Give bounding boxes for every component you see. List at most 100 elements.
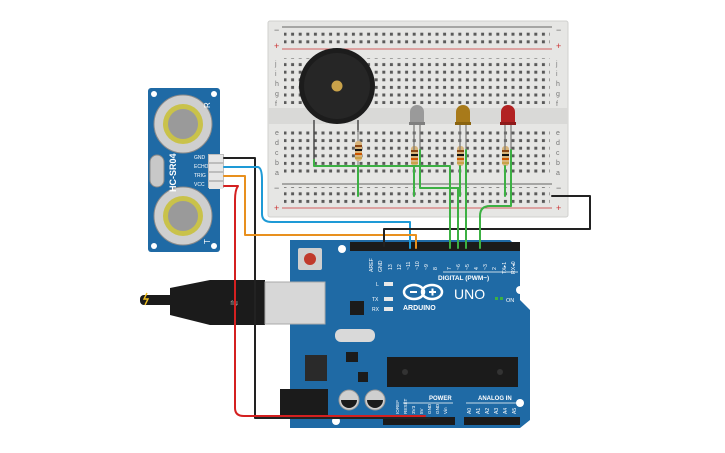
svg-text:g: g (275, 91, 279, 98)
transducer-transmitter (153, 186, 213, 246)
svg-text:L: L (376, 282, 379, 288)
svg-text:GND: GND (435, 403, 440, 414)
svg-text:~3: ~3 (483, 264, 489, 270)
svg-text:TX▸1: TX▸1 (502, 262, 508, 274)
svg-text:GND: GND (194, 155, 206, 161)
wire-vcc-red[interactable] (223, 185, 426, 417)
svg-text:7: 7 (447, 267, 453, 270)
svg-text:h: h (275, 81, 279, 88)
sensor-model-label: HC-SR04 (168, 153, 178, 192)
svg-text:RX: RX (372, 307, 380, 313)
svg-text:c: c (275, 150, 279, 157)
svg-text:f: f (275, 101, 277, 108)
svg-text:A1: A1 (476, 408, 482, 414)
svg-text:~11: ~11 (406, 261, 412, 270)
wire-trig-orange[interactable] (223, 175, 417, 249)
svg-text:A5: A5 (512, 408, 518, 414)
svg-text:e: e (275, 130, 279, 137)
resistor-buzzer[interactable] (355, 130, 362, 176)
svg-text:g: g (556, 91, 560, 98)
svg-text:+: + (274, 203, 279, 213)
svg-text:T: T (203, 239, 212, 244)
digital-header[interactable] (350, 242, 520, 251)
analog-label: ANALOG IN (478, 396, 512, 402)
arduino-board[interactable]: AREF GND 13 12 ~11 ~10 ~9 8 7 ~6 ~5 4 ~3… (280, 240, 530, 428)
rail-plus-label: + (274, 41, 279, 51)
analog-header[interactable] (464, 417, 520, 425)
led-red[interactable] (500, 105, 516, 150)
svg-text:8: 8 (433, 267, 439, 270)
svg-text:A0: A0 (467, 408, 473, 414)
svg-text:~9: ~9 (424, 264, 430, 270)
svg-text:−: − (274, 183, 279, 193)
led-yellow[interactable] (455, 105, 471, 150)
svg-text:ECHO: ECHO (194, 164, 209, 170)
wire-buzzer-green[interactable] (313, 159, 451, 249)
svg-text:i: i (275, 71, 277, 78)
usb-cable[interactable]: ⇋ (140, 280, 326, 325)
svg-text:AREF: AREF (369, 258, 375, 272)
svg-text:c: c (556, 150, 560, 157)
brand-label: ARDUINO (403, 305, 436, 312)
svg-text:~5: ~5 (465, 264, 471, 270)
svg-text:RX◂0: RX◂0 (511, 261, 517, 274)
svg-text:f: f (556, 101, 558, 108)
svg-text:−: − (556, 25, 561, 35)
svg-text:~10: ~10 (415, 261, 421, 270)
svg-text:5V: 5V (419, 407, 424, 414)
svg-text:a: a (275, 170, 279, 177)
svg-text:~6: ~6 (456, 264, 462, 270)
svg-text:A3: A3 (494, 408, 500, 414)
wire-echo-blue[interactable] (223, 166, 411, 249)
svg-text:TRIG: TRIG (194, 173, 206, 179)
svg-text:A4: A4 (503, 408, 509, 414)
svg-text:j: j (555, 61, 558, 68)
svg-text:Vin: Vin (443, 407, 448, 414)
wire-led-red-green[interactable] (479, 149, 512, 249)
svg-text:j: j (274, 61, 277, 68)
power-label: POWER (429, 396, 452, 402)
power-header[interactable] (383, 417, 455, 425)
ultrasonic-sensor[interactable]: HC-SR04 R T GND ECHO TRIG VCC (148, 88, 224, 252)
svg-text:+: + (556, 203, 561, 213)
svg-text:GND: GND (378, 260, 384, 272)
svg-text:d: d (556, 140, 560, 147)
svg-text:−: − (556, 183, 561, 193)
piezo-buzzer[interactable] (299, 48, 375, 162)
svg-text:e: e (556, 130, 560, 137)
svg-text:i: i (556, 71, 558, 78)
wire-gnd-black[interactable] (223, 157, 431, 419)
digital-label: DIGITAL (PWM~) (438, 275, 489, 282)
arduino-logo-icon (402, 283, 444, 301)
svg-text:+: + (556, 41, 561, 51)
model-label: UNO (454, 286, 485, 302)
svg-text:4: 4 (474, 267, 480, 270)
svg-text:2: 2 (492, 267, 498, 270)
svg-text:A2: A2 (485, 408, 491, 414)
svg-text:GND: GND (427, 403, 432, 414)
svg-text:13: 13 (388, 264, 394, 270)
svg-text:a: a (556, 170, 560, 177)
svg-text:TX: TX (372, 297, 379, 303)
svg-text:RESET: RESET (403, 398, 408, 414)
transducer-receiver (153, 94, 213, 154)
top-pin-labels: AREF GND 13 12 ~11 ~10 ~9 8 7 ~6 ~5 4 ~3… (369, 258, 517, 274)
crystal (149, 154, 165, 188)
svg-text:b: b (556, 160, 560, 167)
on-label: ON (506, 298, 514, 304)
rail-minus-label: − (274, 25, 279, 35)
led-gray[interactable] (409, 105, 425, 150)
svg-text:R: R (203, 102, 212, 108)
svg-text:b: b (275, 160, 279, 167)
sensor-pin-labels: GND ECHO TRIG VCC (194, 155, 209, 188)
wire-led-gray-green[interactable] (419, 149, 459, 249)
power-jack[interactable] (280, 389, 328, 418)
analog-pin-labels: A0 A1 A2 A3 A4 A5 (467, 408, 518, 414)
wire-ground-rail-black[interactable] (383, 195, 591, 247)
svg-text:3V3: 3V3 (411, 405, 416, 414)
svg-text:d: d (275, 140, 279, 147)
power-pin-labels: IOREF RESET 3V3 5V GND GND Vin (395, 398, 448, 414)
svg-text:h: h (556, 81, 560, 88)
lightning-icon (142, 292, 150, 306)
